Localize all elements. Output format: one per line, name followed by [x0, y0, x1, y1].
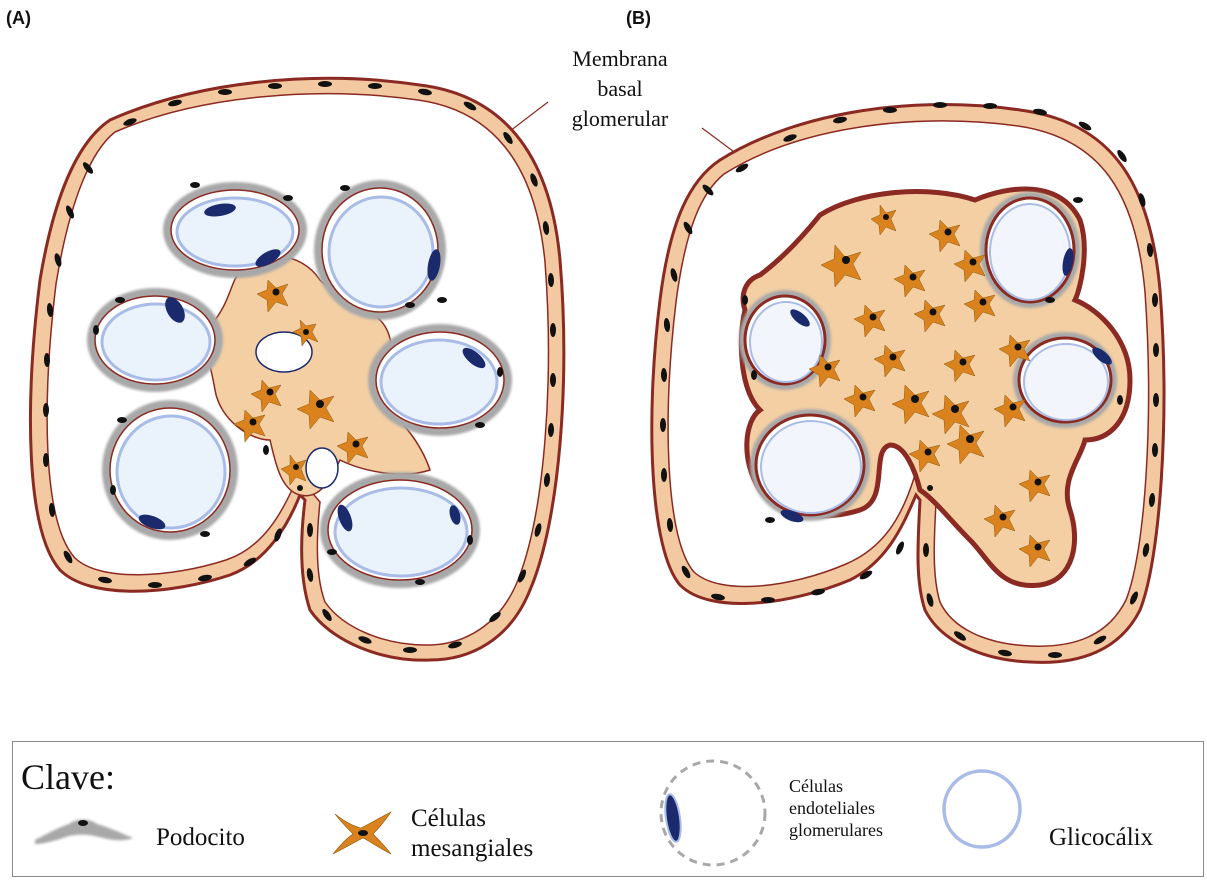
legend-podocito: Podocito [156, 823, 245, 853]
legend-endoteliales-line-2: endoteliales [789, 797, 883, 819]
glycocalyx-legend-icon [937, 764, 1027, 854]
legend-endoteliales: Células endoteliales glomerulares [789, 775, 883, 841]
capillary-b1 [980, 192, 1080, 308]
legend-mesangiales-line-1: Células [411, 804, 533, 834]
legend-mesangiales: Células mesangiales [411, 804, 533, 864]
glomerulus-diagram [0, 0, 1207, 740]
legend-glicocalix: Glicocálix [1049, 823, 1153, 853]
capillary-b3 [1013, 332, 1117, 428]
podocyte-legend-icon [27, 804, 137, 854]
endothelial-legend-icon [651, 750, 771, 876]
capillary-a3 [87, 288, 223, 392]
legend-endoteliales-line-3: glomerulares [789, 819, 883, 841]
mesangial-legend-icon [331, 808, 395, 856]
legend-mesangiales-line-2: mesangiales [411, 834, 533, 864]
capillary-b4 [750, 409, 870, 521]
glomerulus-a [30, 78, 563, 660]
legend-endoteliales-line-1: Células [789, 775, 883, 797]
capillary-a2 [314, 180, 446, 320]
capillary-a6 [320, 472, 480, 588]
legend-title: Clave: [21, 756, 115, 798]
legend-box: Clave: Podocito Células mesangiales Célu… [12, 741, 1204, 877]
glomerulus-b [652, 102, 1164, 662]
capillary-a4 [368, 324, 512, 436]
